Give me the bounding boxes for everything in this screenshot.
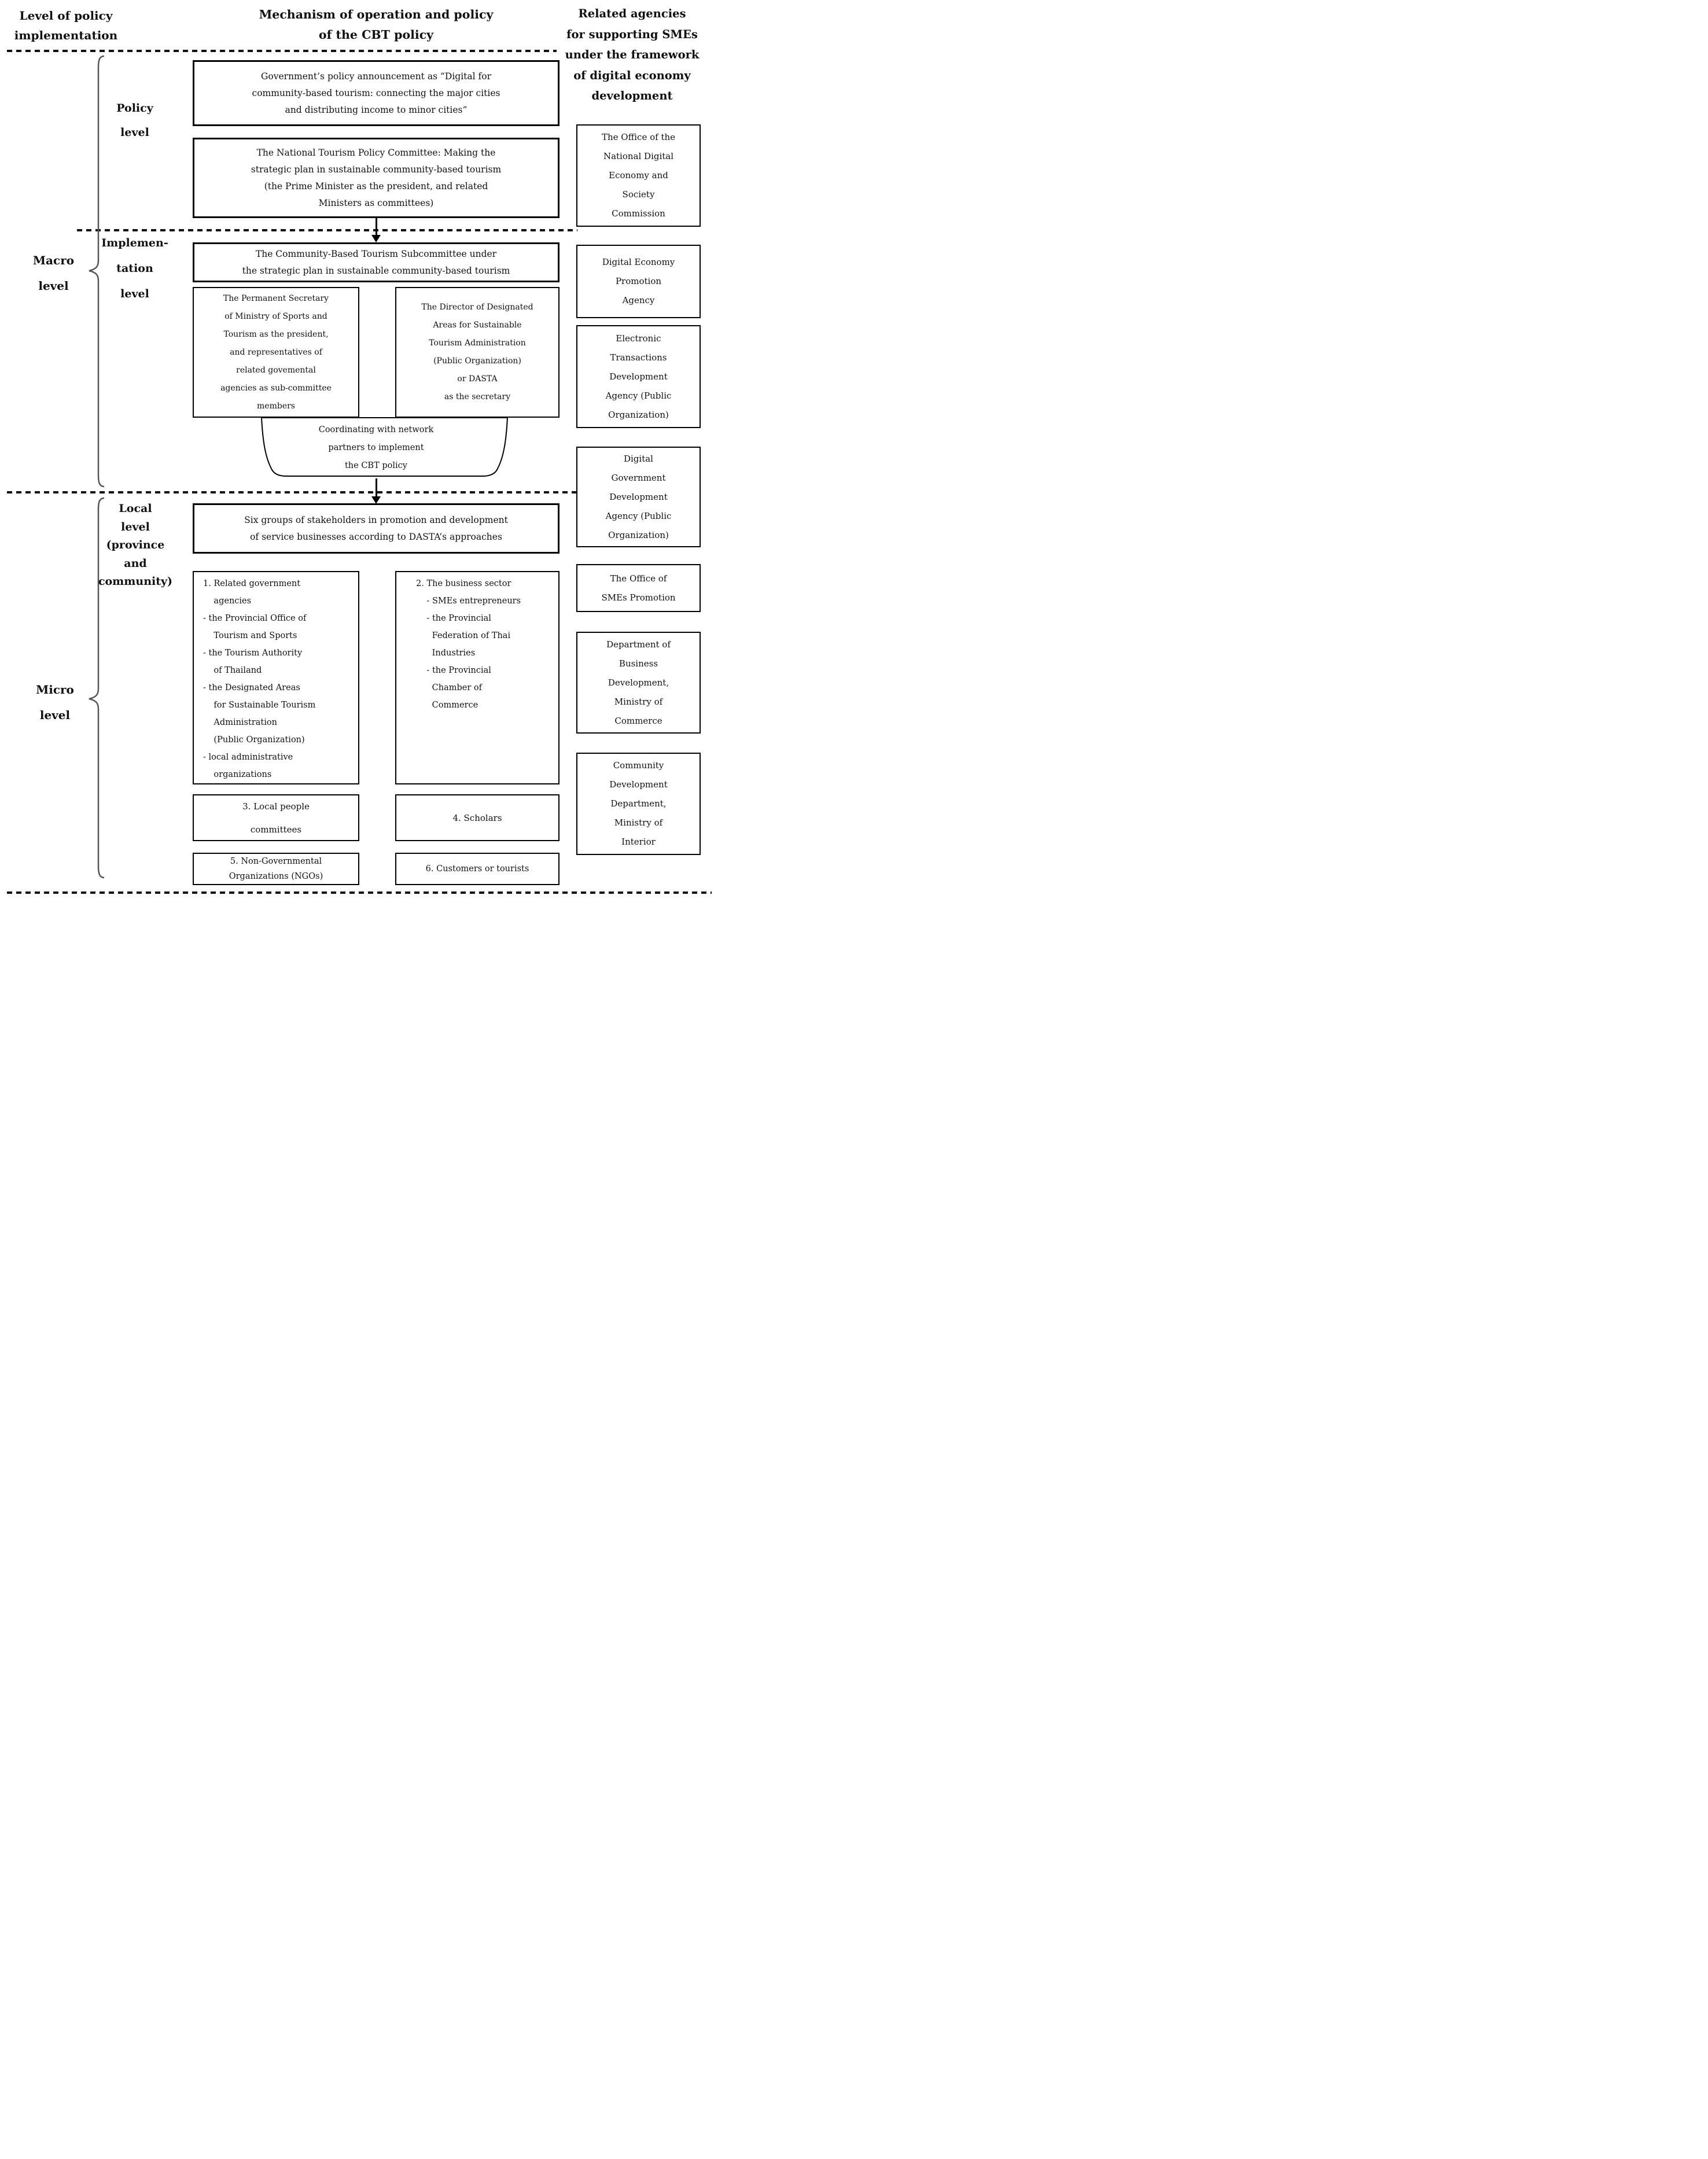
dashed-separator-policy-implementation xyxy=(77,229,577,231)
agency-box-dga: Digital Government Development Agency (P… xyxy=(576,447,701,547)
agency-box-etda: Electronic Transactions Development Agen… xyxy=(576,325,701,428)
agency-box-dbd-commerce: Department of Business Development, Mini… xyxy=(576,632,701,734)
agency-box-osmep: The Office of SMEs Promotion xyxy=(576,564,701,612)
flow-arrow-2-line xyxy=(376,478,377,498)
local-level-label: Local level (province and community) xyxy=(98,502,173,588)
dashed-separator-macro-micro xyxy=(7,491,576,493)
flow-arrow-1-line xyxy=(376,218,377,236)
macro-level-label: Macro level xyxy=(32,253,75,293)
cbt-subcommittee-box: The Community-Based Tourism Subcommittee… xyxy=(193,242,559,282)
coordinating-banner-shape xyxy=(260,417,509,477)
policy-announcement-box: Government’s policy announcement as “Dig… xyxy=(193,60,559,126)
flow-arrow-1-head-icon xyxy=(371,235,381,242)
micro-level-label: Micro level xyxy=(36,683,74,722)
dashed-separator-bottom xyxy=(7,891,712,894)
permanent-secretary-box: The Permanent Secretary of Ministry of S… xyxy=(193,287,359,418)
dasta-director-box: The Director of Designated Areas for Sus… xyxy=(395,287,559,418)
header-related-agencies: Related agencies for supporting SMEs und… xyxy=(565,7,700,102)
agency-box-cdd-interior: Community Development Department, Minist… xyxy=(576,753,701,855)
six-groups-box: Six groups of stakeholders in promotion … xyxy=(193,503,559,554)
agency-box-ndes-commission: The Office of the National Digital Econo… xyxy=(576,124,701,227)
stakeholder-box-government-agencies: 1. Related government agencies - the Pro… xyxy=(193,571,359,784)
stakeholder-box-scholars: 4. Scholars xyxy=(395,794,559,841)
stakeholder-box-business-sector: 2. The business sector - SMEs entreprene… xyxy=(395,571,559,784)
stakeholder-box-customers: 6. Customers or tourists xyxy=(395,853,559,885)
macro-level-brace-icon xyxy=(89,55,105,488)
coordinating-banner-text: Coordinating with network partners to im… xyxy=(318,425,434,470)
header-mechanism: Mechanism of operation and policy of the… xyxy=(259,8,494,42)
header-level-of-policy: Level of policy implementation xyxy=(14,9,118,42)
policy-level-label: Policy level xyxy=(116,102,153,139)
stakeholder-box-ngos: 5. Non-Governmental Organizations (NGOs) xyxy=(193,853,359,885)
implementation-level-label: Implemen- tation level xyxy=(101,237,168,300)
agency-box-depa: Digital Economy Promotion Agency xyxy=(576,245,701,318)
flow-arrow-2-head-icon xyxy=(371,496,381,504)
dashed-separator-top xyxy=(7,50,557,52)
stakeholder-box-local-people: 3. Local people committees xyxy=(193,794,359,841)
micro-level-brace-icon xyxy=(89,497,105,879)
national-tourism-policy-committee-box: The National Tourism Policy Committee: M… xyxy=(193,138,559,218)
cbt-policy-diagram: Level of policy implementation Mechanism… xyxy=(0,0,712,900)
